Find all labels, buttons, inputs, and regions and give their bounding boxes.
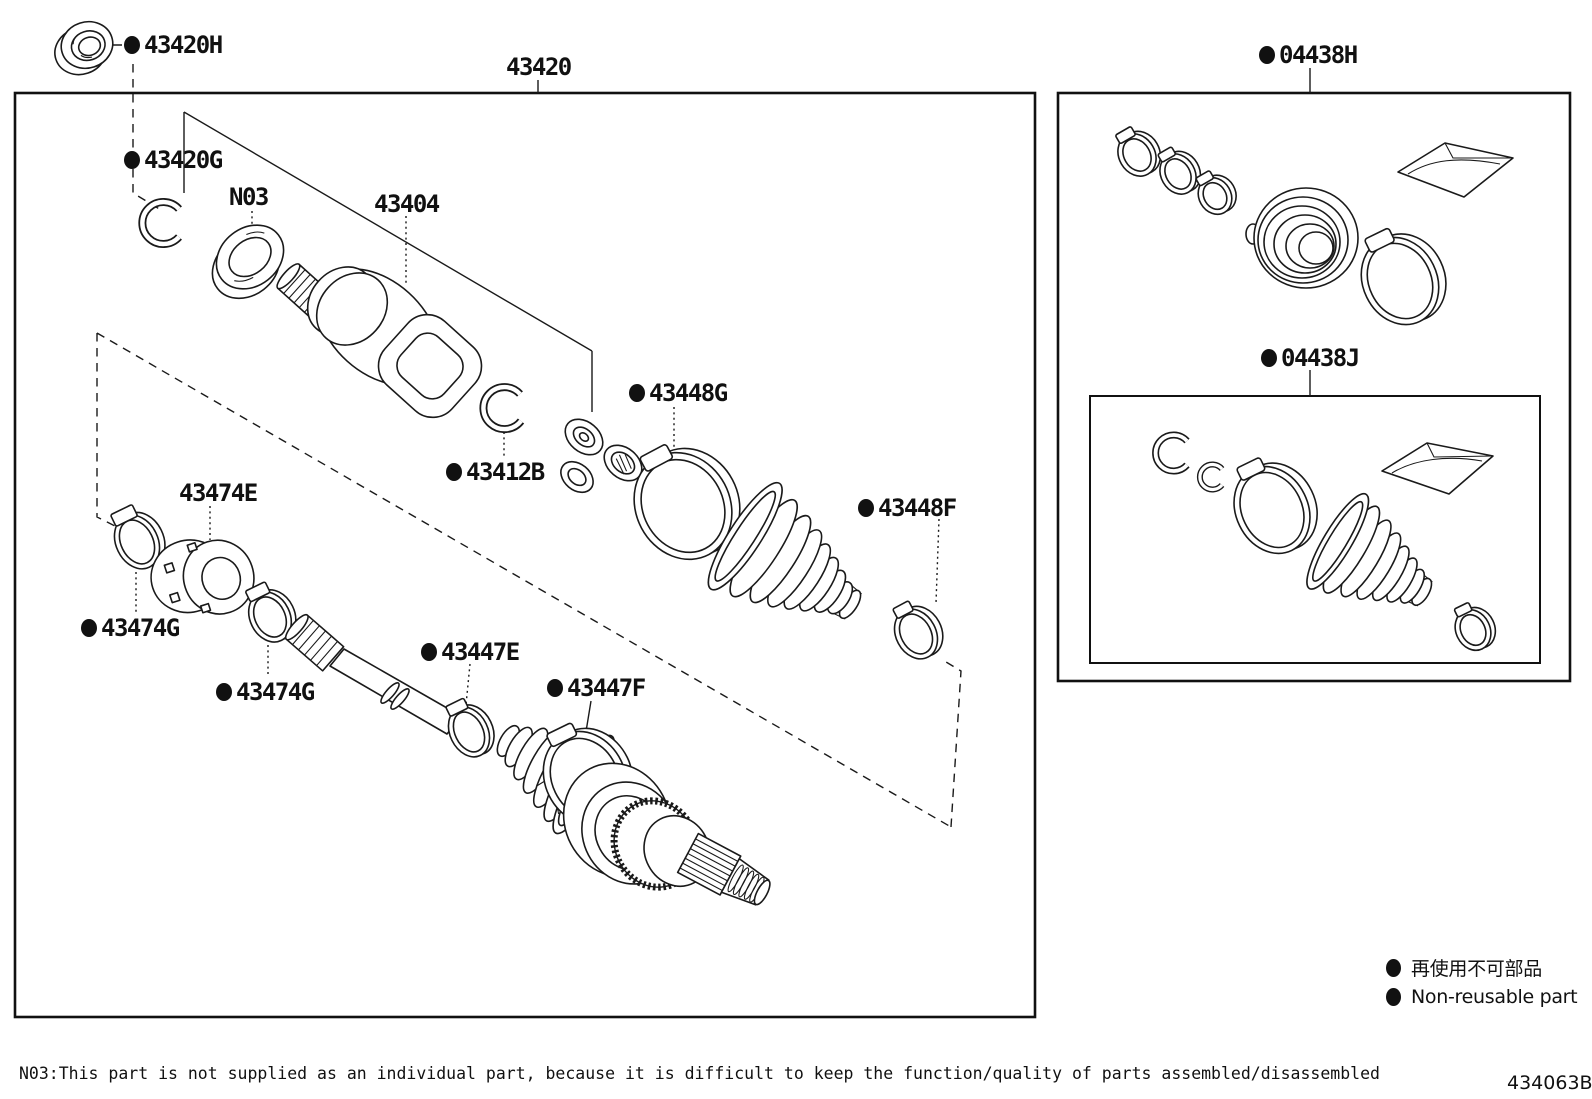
dust-cover-43474e — [150, 539, 255, 615]
non-reusable-bullet-icon — [1259, 46, 1275, 64]
outboard-joint — [562, 762, 771, 906]
leader-lines-solid — [108, 44, 1311, 751]
legend-row-en: Non-reusable part — [1386, 982, 1578, 1011]
boot-clamp-43448f — [892, 600, 944, 660]
damper-clamp-43474g-left — [110, 504, 166, 570]
axle-shaft — [284, 613, 462, 735]
non-reusable-bullet-icon — [216, 683, 232, 701]
grease-pack-j — [1381, 442, 1494, 495]
main-diagram-box — [13, 91, 1037, 1019]
bearing-n03 — [211, 224, 285, 300]
non-reusable-bullet-icon — [1261, 349, 1277, 367]
damper-clamp-43474g-right — [245, 581, 297, 643]
non-reusable-bullet-icon — [446, 463, 462, 481]
kit-clamp-small-1 — [1115, 126, 1162, 177]
kit-clamp-large-h — [1360, 227, 1447, 326]
non-reusable-bullet-icon — [1386, 958, 1401, 977]
figure-code: 434063B — [1507, 1072, 1592, 1094]
snap-ring-43412b — [479, 383, 525, 434]
inboard-boot — [707, 481, 862, 620]
part-label-43474g-9: 43474G — [81, 615, 180, 641]
part-label-43412b-5: 43412B — [446, 459, 545, 485]
boot-clamp-43447e — [445, 697, 495, 758]
part-label-04438j-14: 04438J — [1261, 345, 1360, 371]
non-reusable-bullet-icon — [421, 643, 437, 661]
part-label-43474g-10: 43474G — [216, 679, 315, 705]
legend-text-jp: 再使用不可部品 — [1411, 958, 1542, 980]
non-reusable-bullet-icon — [858, 499, 874, 517]
footnote-n03: N03:This part is not supplied as an indi… — [19, 1064, 1380, 1083]
part-label-43420g-2: 43420G — [124, 147, 223, 173]
kit-boot-front-view — [1245, 187, 1359, 289]
part-label-43448f-7: 43448F — [858, 495, 957, 521]
boot-clamp-43448g — [633, 444, 741, 561]
grease-seal-ring-43420h — [54, 20, 114, 76]
grease-pack-h — [1397, 142, 1514, 198]
kit-boot-side-view — [1306, 492, 1433, 607]
part-label-43420-1: 43420 — [506, 53, 572, 81]
leader-lines-dotted — [135, 211, 940, 706]
legend-text-en: Non-reusable part — [1411, 985, 1578, 1008]
non-reusable-bullet-icon — [81, 619, 97, 637]
part-label-43404-4: 43404 — [374, 190, 440, 218]
tripod-joint — [560, 418, 643, 494]
group-dashed-lines — [96, 64, 962, 828]
non-reusable-bullet-icon — [124, 151, 140, 169]
kit-clamp-large-j — [1233, 457, 1318, 555]
part-label-43420h-0: 43420H — [124, 32, 223, 58]
snap-ring-43420g — [138, 198, 182, 248]
kit-snap-ring-j — [1152, 431, 1225, 493]
non-reusable-bullet-icon — [124, 36, 140, 54]
part-label-43447e-11: 43447E — [421, 639, 520, 665]
kit-box-04438j — [1089, 395, 1541, 664]
part-label-43474e-8: 43474E — [179, 479, 258, 507]
kit-clamp-small-3 — [1195, 170, 1237, 216]
part-label-43447f-12: 43447F — [547, 675, 646, 701]
part-label-43448g-6: 43448G — [629, 380, 728, 406]
non-reusable-bullet-icon — [1386, 987, 1401, 1006]
legend: 再使用不可部品 Non-reusable part — [1386, 953, 1578, 1011]
inboard-joint-43404 — [276, 263, 483, 419]
part-label-04438h-13: 04438H — [1259, 42, 1358, 68]
non-reusable-bullet-icon — [629, 384, 645, 402]
kit-clamp-small-j — [1453, 602, 1497, 652]
legend-row-jp: 再使用不可部品 — [1386, 953, 1577, 982]
kit-clamp-small-2 — [1157, 146, 1202, 195]
non-reusable-bullet-icon — [547, 679, 563, 697]
part-label-n03-3: N03 — [229, 183, 269, 211]
kit-box-04438h — [1056, 91, 1572, 683]
